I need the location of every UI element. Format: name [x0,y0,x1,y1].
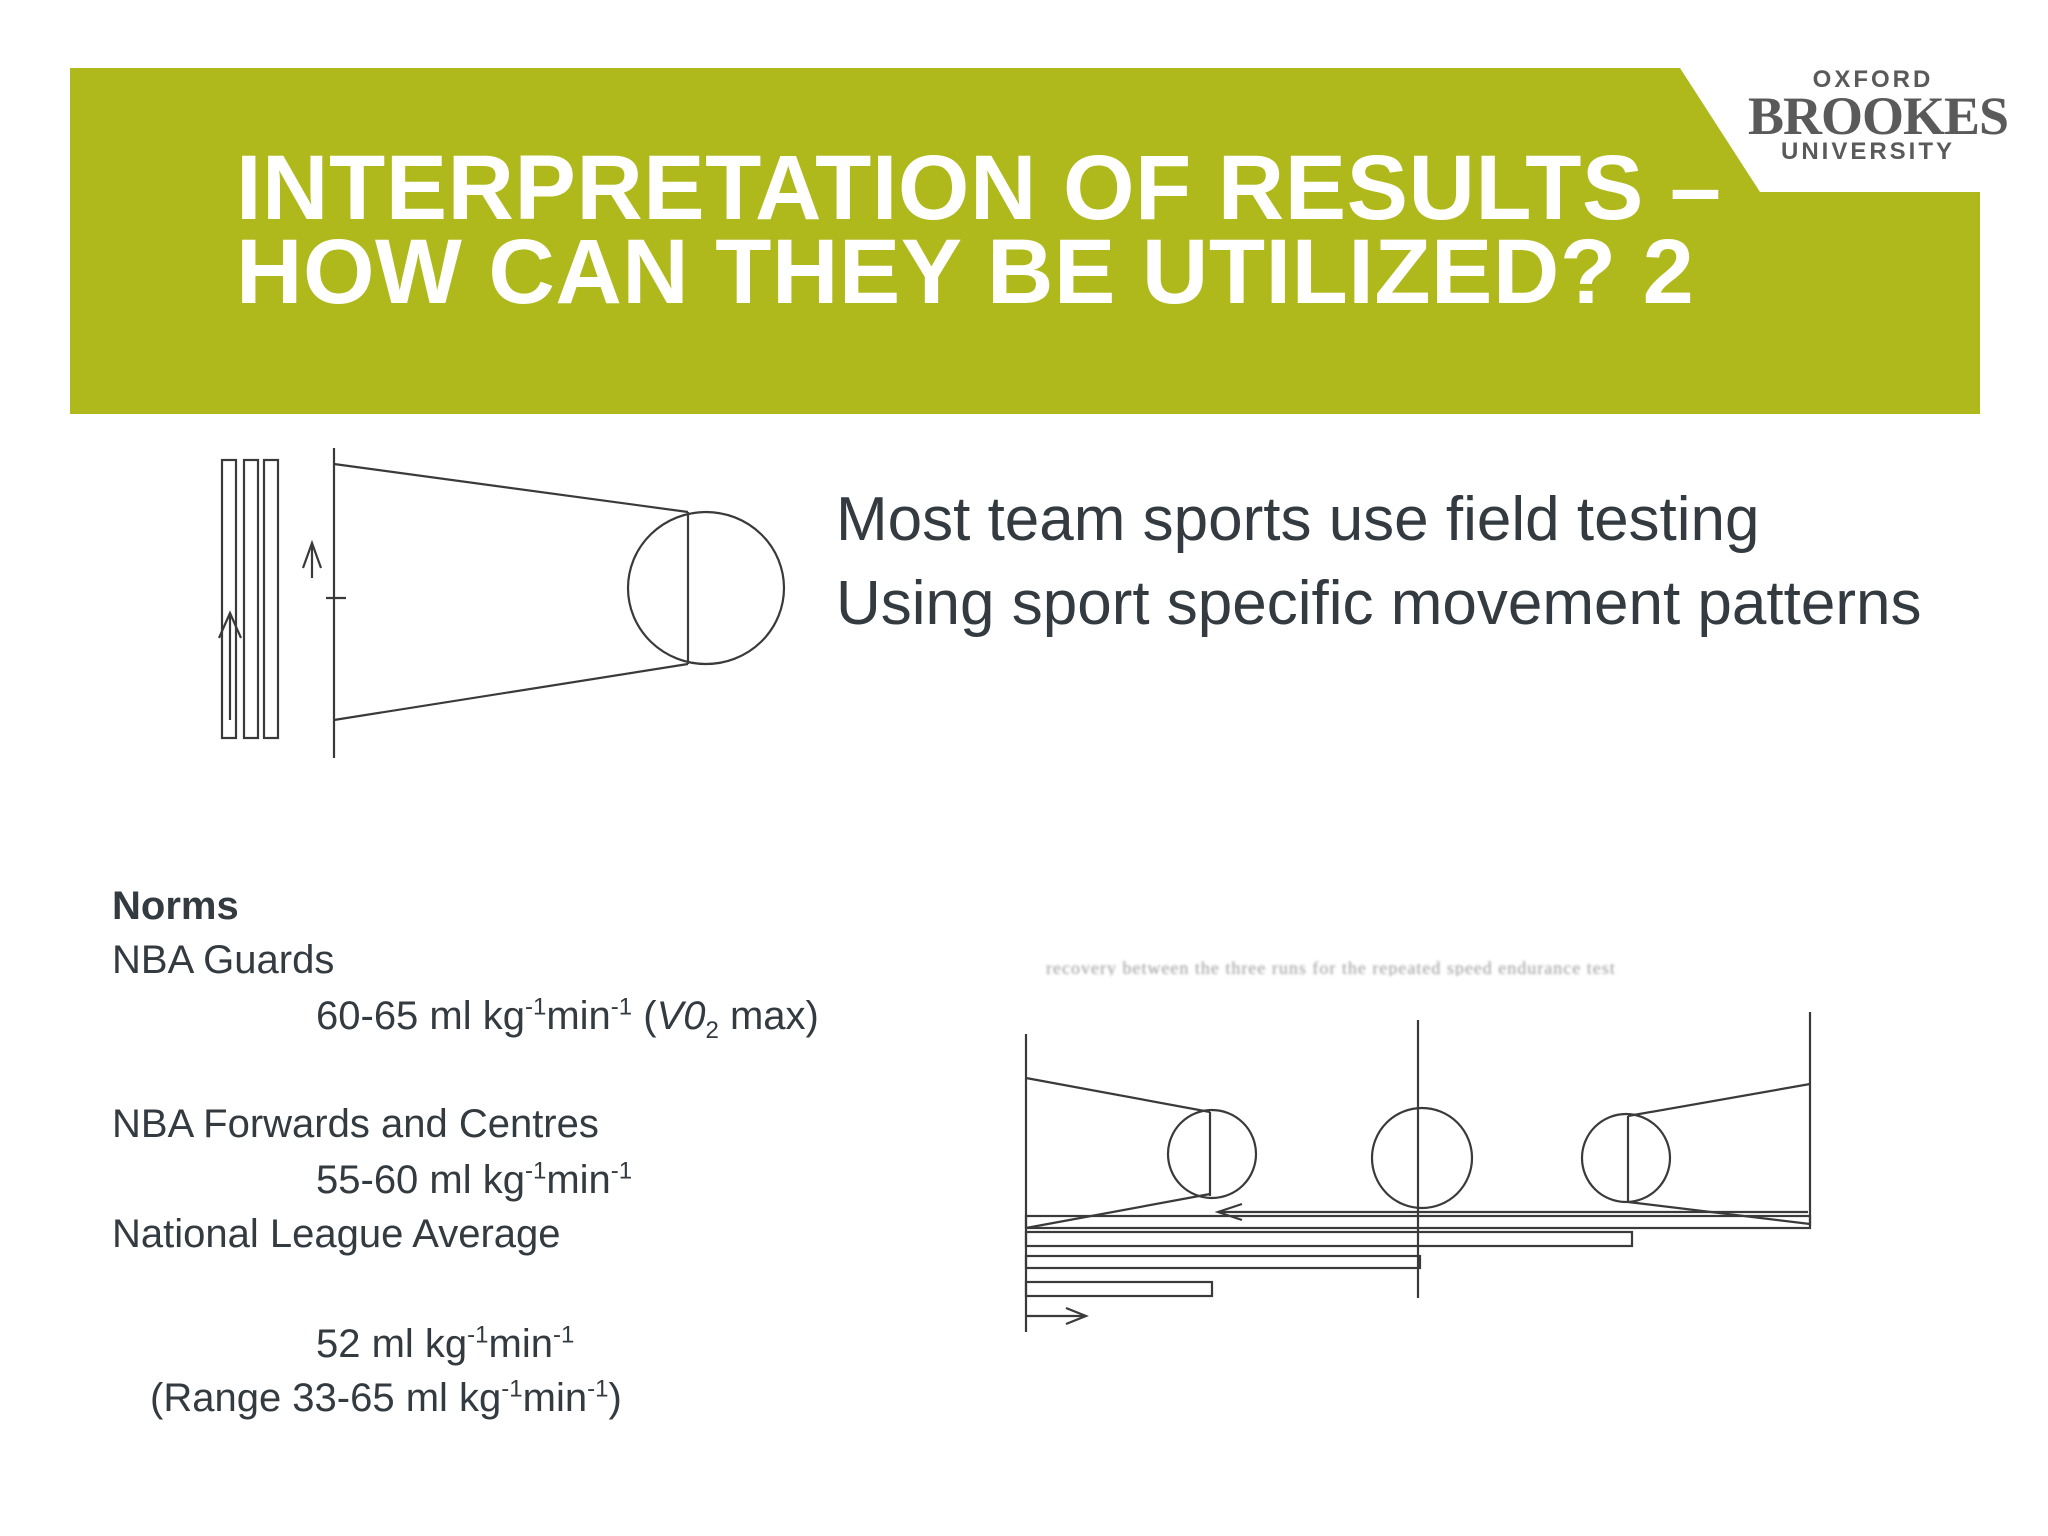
lane-1 [220,458,238,740]
run-bar-2 [1024,1230,1634,1248]
diagram-caption: recovery between the three runs for the … [1046,958,1616,976]
logo-university: UNIVERSITY [1780,138,1956,165]
nba-forwards-value: 55-60 ml kg-1min-1 [316,1157,633,1202]
title-banner [70,68,1980,414]
league-range: (Range 33-65 ml kg-1min-1) [150,1375,622,1420]
nba-guards-label: NBA Guards [112,938,335,982]
cone-left-upper [1025,1076,1211,1114]
intro-text: Most team sports use field testing Using… [836,478,2036,646]
title-line-1: INTERPRETATION OF RESULTS – [236,137,1722,239]
league-average-label: National League Average [112,1212,561,1256]
nba-forwards-label: NBA Forwards and Centres [112,1102,599,1146]
slide-title: INTERPRETATION OF RESULTS – HOW CAN THEY… [236,137,1736,323]
nba-guards-value: 60-65 ml kg-1min-1 (V02 max) [316,993,819,1044]
cone-left-lower [1025,1192,1211,1230]
run-bar-1 [1024,1214,1812,1230]
run-bar-4 [1024,1280,1214,1298]
intro-line-1: Most team sports use field testing [836,485,1760,554]
intro-line-2: Using sport specific movement patterns [836,569,1922,638]
circle-left [1166,1108,1258,1200]
circle-right [1580,1112,1672,1204]
repeated-speed-diagram [1024,1012,1812,1332]
league-average-value: 52 ml kg-1min-1 [316,1321,575,1366]
cone-right-upper [1627,1082,1811,1118]
title-line-2: HOW CAN THEY BE UTILIZED? 2 [236,221,1695,323]
circle-area [626,510,786,666]
shuttle-run-diagram [217,448,786,758]
cone-lower [333,662,689,722]
logo-panel-shape [1680,68,1980,192]
norms-heading: Norms [112,884,239,928]
logo-oxford: OXFORD [1812,66,1934,93]
logo-panel [1680,68,1980,192]
circle-middle [1370,1106,1474,1210]
run-bar-3 [1024,1254,1422,1270]
logo-brookes: BROOKES [1748,86,2009,146]
lane-2 [242,458,260,740]
cone-upper [333,462,689,514]
lane-3 [262,458,280,740]
